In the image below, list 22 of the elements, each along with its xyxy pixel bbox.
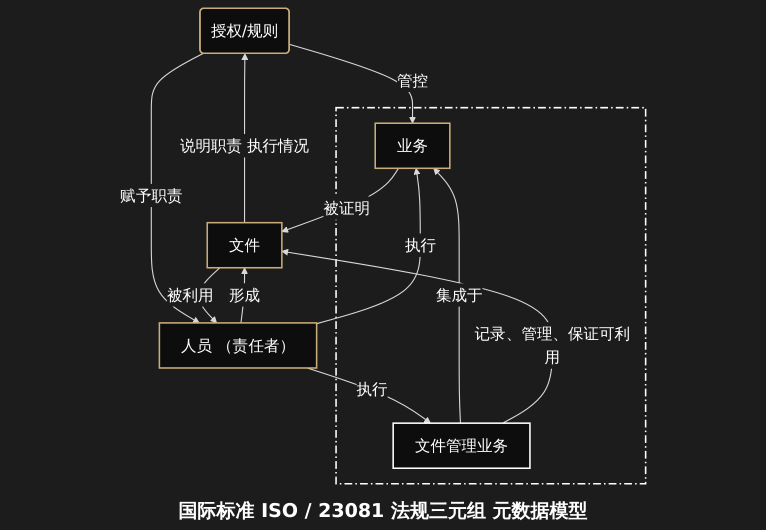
edge-label: 记录、管理、保证可利用 bbox=[474, 324, 630, 366]
node-box: 业务 bbox=[374, 122, 451, 170]
edge-label: 集成于 bbox=[436, 286, 483, 304]
edge-label: 说明职责 执行情况 bbox=[180, 136, 310, 156]
edge-label: 执行 bbox=[404, 236, 436, 255]
edge-label: 形成 bbox=[229, 286, 260, 304]
edge-label: 被证明 bbox=[323, 198, 370, 218]
node-box: 人员 （责任者） bbox=[158, 322, 318, 369]
node-box: 文件管理业务 bbox=[392, 422, 531, 469]
arrow bbox=[282, 248, 553, 424]
caption: 国际标准 ISO / 23081 法规三元组 元数据模型 bbox=[178, 499, 588, 524]
arrow bbox=[150, 53, 204, 324]
edge-label: 执行 bbox=[356, 380, 388, 398]
arrow bbox=[433, 168, 462, 424]
node-box: 文件 bbox=[206, 222, 283, 269]
edge-label: 被利用 bbox=[166, 286, 214, 304]
edge-label: 赋予职责 bbox=[120, 186, 182, 205]
arrow bbox=[307, 367, 431, 424]
edge-label: 管控 bbox=[397, 71, 428, 90]
arrow bbox=[289, 44, 416, 124]
arrow bbox=[316, 168, 421, 324]
arrow bbox=[282, 168, 399, 233]
